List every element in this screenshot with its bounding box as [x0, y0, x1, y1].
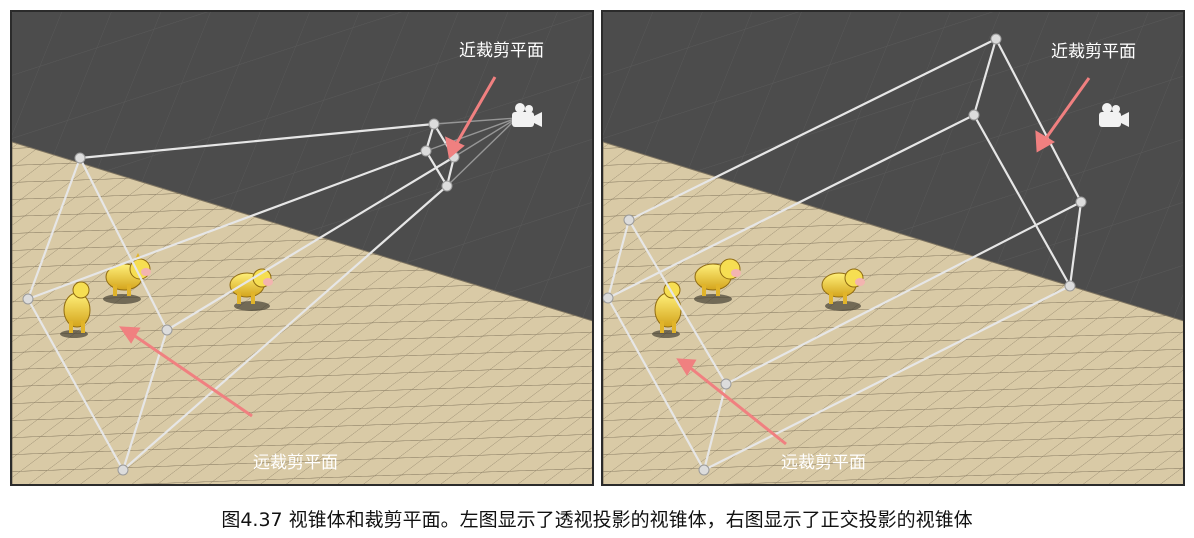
- cow-character: [694, 258, 741, 296]
- cow-shadow: [234, 301, 270, 311]
- near-plane-arrow: [1035, 77, 1091, 153]
- orthographic-frustum: [606, 38, 1083, 473]
- cow-character: [63, 281, 91, 333]
- far-plane-arrow: [676, 358, 787, 446]
- orthographic-scene: 近裁剪平面 远裁剪平面: [603, 12, 1183, 484]
- cow-character: [229, 268, 273, 304]
- camera-icon: [512, 103, 542, 127]
- far-clip-label: 远裁剪平面: [781, 453, 866, 473]
- figure-caption: 图4.37 视锥体和裁剪平面。左图显示了透视投影的视锥体，右图显示了正交投影的视…: [221, 509, 973, 531]
- camera-icon: [1099, 103, 1129, 127]
- perspective-scene: 近裁剪平面 远裁剪平面: [12, 12, 592, 484]
- orthographic-panel: 近裁剪平面 远裁剪平面: [601, 10, 1185, 486]
- cow-shadow: [825, 301, 861, 311]
- camera-rays: [425, 117, 518, 187]
- cow-character: [654, 281, 682, 333]
- far-clip-label: 远裁剪平面: [253, 453, 338, 473]
- perspective-panel: 近裁剪平面 远裁剪平面: [10, 10, 594, 486]
- near-clip-label: 近裁剪平面: [459, 41, 544, 61]
- cow-character: [821, 268, 865, 304]
- cow-shadow: [103, 294, 141, 304]
- far-plane-arrow: [119, 326, 253, 418]
- frustum-vertices: [22, 118, 460, 476]
- cow-shadow: [694, 294, 732, 304]
- perspective-frustum: [26, 122, 456, 473]
- frustum-vertices: [603, 33, 1087, 476]
- near-plane-arrow: [445, 76, 497, 159]
- near-clip-label: 近裁剪平面: [1051, 42, 1136, 62]
